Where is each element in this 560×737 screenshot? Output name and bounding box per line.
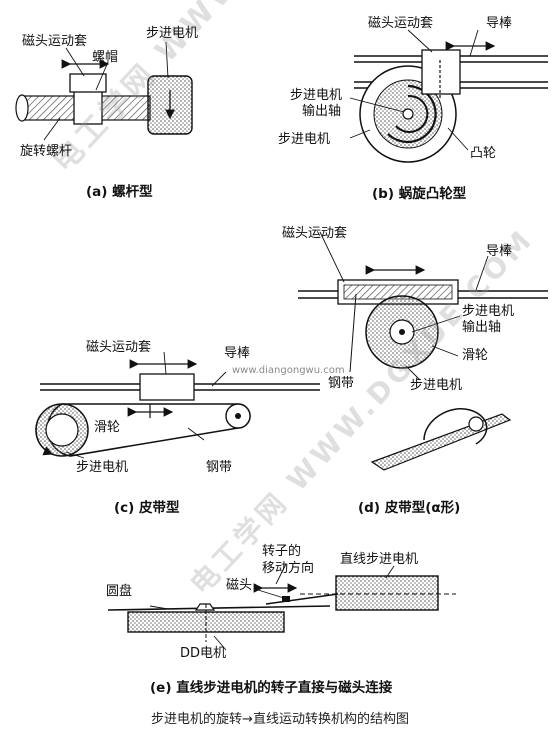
panel-d-alpha-belt	[298, 231, 548, 471]
label-a-screw: 旋转螺杆	[20, 144, 73, 159]
panel-e-linear-motor	[107, 563, 456, 651]
panel-c-belt	[35, 351, 320, 459]
label-d-shaft-1: 步进电机	[462, 304, 515, 319]
label-e-rotor-dir-1: 转子的	[262, 544, 302, 559]
label-c-pulley: 滑轮	[94, 420, 121, 435]
label-b-motor: 步进电机	[278, 132, 331, 147]
label-d-shaft-2: 输出轴	[462, 320, 502, 335]
caption-e: (e) 直线步进电机的转子直接与磁头连接	[150, 680, 393, 696]
label-d-belt: 钢带	[328, 376, 355, 391]
label-e-disk: 圆盘	[106, 584, 133, 599]
label-d-pulley: 滑轮	[462, 348, 489, 363]
caption-c: (c) 皮带型	[114, 500, 180, 516]
label-e-head: 磁头	[226, 578, 253, 593]
label-d-guide: 导棒	[486, 244, 513, 259]
panel-a-leadscrew	[15, 41, 193, 141]
label-d-head-sleeve: 磁头运动套	[282, 226, 348, 241]
label-c-head-sleeve: 磁头运动套	[86, 340, 152, 355]
panel-b-spiral-cam	[349, 29, 548, 163]
label-b-motor-shaft-1: 步进电机	[290, 88, 343, 103]
watermark-url: www.diangongwu.com	[232, 365, 345, 376]
caption-d: (d) 皮带型(α形)	[358, 500, 461, 516]
figure-title: 步进电机的旋转→直线运动转换机构的结构图	[151, 712, 409, 727]
label-b-guide: 导棒	[486, 16, 513, 31]
label-c-guide: 导棒	[224, 346, 251, 361]
label-e-dd-motor: DD电机	[180, 646, 227, 661]
label-a-head-sleeve: 磁头运动套	[22, 34, 88, 49]
label-e-linear-motor: 直线步进电机	[340, 552, 419, 567]
label-b-motor-shaft-2: 输出轴	[302, 104, 342, 119]
label-a-nut: 螺帽	[92, 50, 119, 65]
label-d-motor: 步进电机	[410, 378, 463, 393]
label-c-motor: 步进电机	[76, 460, 129, 475]
label-b-head-sleeve: 磁头运动套	[368, 16, 434, 31]
label-e-rotor-dir-2: 移动方向	[262, 561, 315, 576]
label-b-cam: 凸轮	[470, 146, 497, 161]
label-c-belt: 钢带	[206, 460, 233, 475]
label-a-motor: 步进电机	[146, 26, 199, 41]
caption-a: (a) 螺杆型	[86, 184, 153, 200]
caption-b: (b) 蜗旋凸轮型	[372, 186, 467, 202]
